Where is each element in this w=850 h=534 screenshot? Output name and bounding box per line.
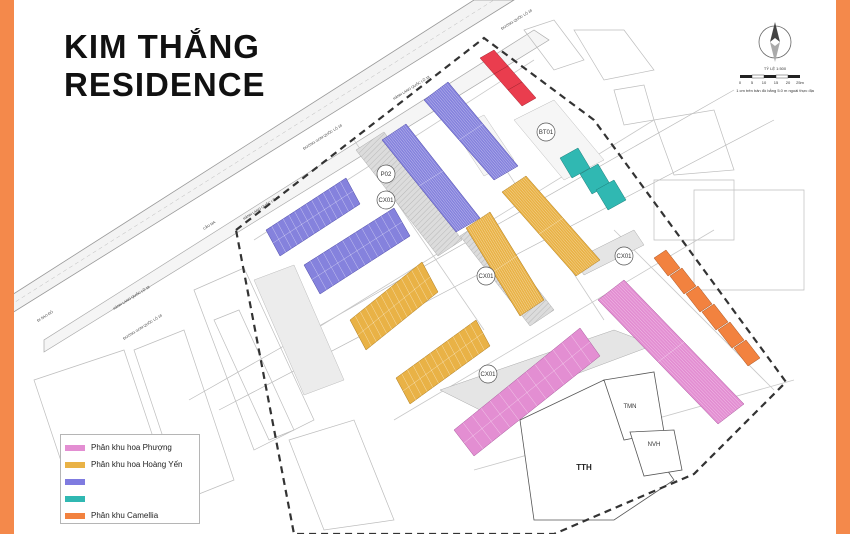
- road-label-hanh-lang-top: HÀNH LANG QUỐC LỘ 18: [392, 74, 431, 101]
- zone-label-cx01-a: CX01: [378, 198, 394, 204]
- zone-label-cx01-d: CX01: [616, 254, 632, 260]
- legend-swatch: [65, 462, 85, 468]
- lot-midline: [357, 276, 431, 336]
- scale-title: TỶ LỆ 1:500: [764, 66, 787, 71]
- map-frame: P02 CX01 CX01 CX01 CX01 BT01 TTH TMN NVH…: [14, 0, 836, 534]
- legend-swatch: [65, 496, 85, 502]
- teal-blocks: [559, 147, 627, 211]
- lot-midline: [311, 221, 403, 280]
- zone-label-nvh: NVH: [648, 442, 661, 448]
- lot-midline: [538, 217, 564, 235]
- zone-label-tth: TTH: [576, 463, 592, 472]
- road-label-cau-ma: CẦU MA: [202, 220, 216, 231]
- scale-tick-label: 25m: [796, 80, 804, 85]
- scale-bar: [740, 74, 800, 79]
- zone-label-cx01-b: CX01: [478, 274, 494, 280]
- scale-tick-label: 10: [762, 80, 767, 85]
- scale-tick-label: 0: [739, 80, 742, 85]
- zone-label-p02: P02: [381, 172, 392, 178]
- legend-label: Phân khu Camellia: [91, 511, 159, 520]
- scale-tick-label: 20: [786, 80, 791, 85]
- legend-item: [61, 474, 199, 490]
- legend-label: Phân khu hoa Hoàng Yến: [91, 460, 183, 469]
- lot-midline: [418, 170, 444, 187]
- lot-midline: [492, 255, 518, 273]
- scale-tick-label: 5: [751, 80, 754, 85]
- road-label-di-sao-do: ĐI SAO ĐỎ: [36, 309, 54, 323]
- orange-blocks: [653, 249, 761, 367]
- legend-swatch: [65, 479, 85, 485]
- legend-label: Phân khu hoa Phượng: [91, 443, 172, 452]
- lot-midline: [463, 341, 591, 444]
- road-label-duong-quoc-lo: ĐƯỜNG QUỐC LỘ 18: [500, 8, 533, 31]
- lot-midline: [657, 341, 685, 363]
- site-boundary: [234, 36, 788, 534]
- lot-lines: [271, 83, 743, 449]
- public-blocks: [519, 371, 683, 521]
- road-label-duong-gom-low: ĐƯỜNG GOM QUỐC LỘ 18: [122, 313, 163, 341]
- zone-labels: P02 CX01 CX01 CX01 CX01 BT01 TTH TMN NVH: [376, 122, 661, 472]
- zone-label-cx01-c: CX01: [480, 372, 496, 378]
- legend-item: [61, 491, 199, 507]
- north-arrow-icon: [758, 22, 792, 62]
- legend-swatch: [65, 445, 85, 451]
- site-plan-map: P02 CX01 CX01 CX01 CX01 BT01 TTH TMN NVH…: [14, 0, 805, 534]
- legend-item: Phân khu hoa Hoàng Yến: [61, 457, 199, 473]
- lot-midline: [272, 190, 354, 244]
- scale-note: 1 cm trên bản đồ bằng 5.0 m ngoài thực đ…: [736, 88, 814, 93]
- lot-midline: [402, 332, 484, 392]
- zone-label-bt01: BT01: [539, 130, 554, 136]
- scale-ticks: 0 5 10 15 20 25m: [739, 80, 805, 85]
- legend: Phân khu hoa Phượng Phân khu hoa Hoàng Y…: [60, 434, 200, 524]
- north-arrow-scale: TỶ LỆ 1:500 0 5 10 15 20 25m 1 cm trên bản đồ…: [736, 22, 815, 93]
- project-title-line-1: KIM THẮNG: [64, 28, 260, 65]
- lot-midline: [458, 123, 484, 141]
- zone-label-tmn: TMN: [624, 404, 637, 410]
- project-title-line-2: RESIDENCE: [64, 66, 266, 103]
- legend-item: Phân khu hoa Phượng: [61, 440, 199, 456]
- scale-tick-label: 15: [774, 80, 779, 85]
- red-blocks: [479, 49, 537, 107]
- legend-item: Phân khu Camellia: [61, 508, 199, 524]
- legend-swatch: [65, 513, 85, 519]
